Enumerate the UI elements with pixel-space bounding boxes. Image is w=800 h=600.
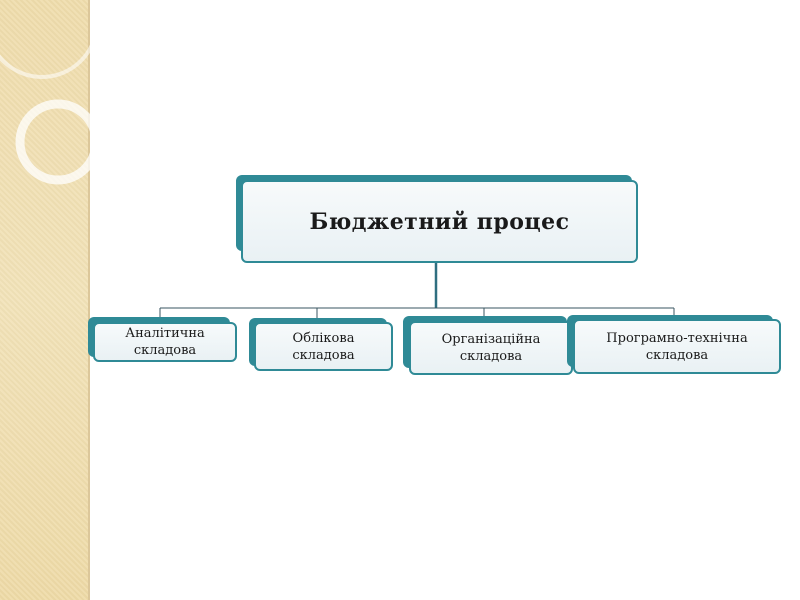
child-node-line2: складова bbox=[459, 349, 523, 364]
child-node-line1: Програмно-технічна bbox=[606, 330, 748, 346]
ring-top bbox=[0, 44, 90, 79]
decorative-rings bbox=[0, 44, 90, 185]
ring-middle bbox=[15, 99, 90, 185]
child-node-line2: складова bbox=[645, 347, 709, 363]
root-node: Бюджетний процес bbox=[241, 180, 638, 263]
root-node-label: Бюджетний процес bbox=[309, 208, 570, 235]
child-node-line2: складова bbox=[292, 347, 355, 363]
child-node-line2: складова bbox=[133, 343, 197, 358]
child-node-line1: Аналітична bbox=[125, 326, 205, 341]
child-node-analytical: Аналітична складова bbox=[93, 322, 237, 362]
side-band-edge bbox=[88, 0, 90, 600]
decorative-side-band bbox=[0, 0, 88, 600]
child-node-line1: Організаційна bbox=[441, 332, 541, 347]
child-node-organizational: Організаційна складова bbox=[409, 321, 573, 375]
child-node-software-technical: Програмно-технічна складова bbox=[573, 319, 781, 374]
child-node-accounting: Облікова складова bbox=[254, 322, 393, 371]
child-node-line1: Облікова bbox=[292, 330, 355, 346]
